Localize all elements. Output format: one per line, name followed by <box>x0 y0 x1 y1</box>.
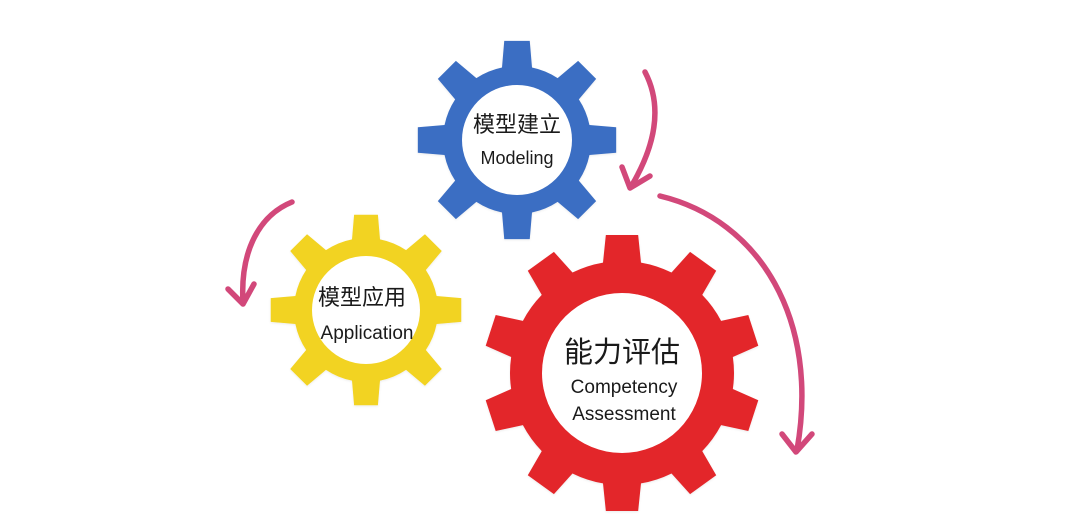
gear-assessment: 能力评估 Competency Assessment <box>485 234 759 512</box>
gear-application-hub <box>312 256 420 364</box>
gear-assessment-title-cn: 能力评估 <box>564 335 680 369</box>
arrow-assessment-cycle <box>657 193 805 453</box>
gear-modeling-title-en: Modeling <box>480 148 553 168</box>
gear-modeling-hub <box>462 85 572 195</box>
arrow-head-to-application <box>225 281 257 307</box>
arrow-modeling-to-assessment <box>629 69 658 188</box>
gear-assessment-hub <box>542 293 702 453</box>
gear-assessment-title-en-2: Assessment <box>572 404 676 425</box>
arrow-head-modeling-to-assessment <box>619 164 653 191</box>
gear-application-title-cn: 模型应用 <box>318 286 406 311</box>
cycle-arrows <box>225 69 815 455</box>
arrow-head-assessment-cycle <box>779 431 815 455</box>
gear-application: 模型应用 Application <box>270 214 462 406</box>
gear-application-title-en: Application <box>321 323 414 344</box>
gear-modeling: 模型建立 Modeling <box>417 40 617 240</box>
gear-modeling-title-cn: 模型建立 <box>473 113 561 138</box>
gear-assessment-title-en-1: Competency <box>571 377 678 398</box>
arrow-to-application <box>239 199 295 305</box>
